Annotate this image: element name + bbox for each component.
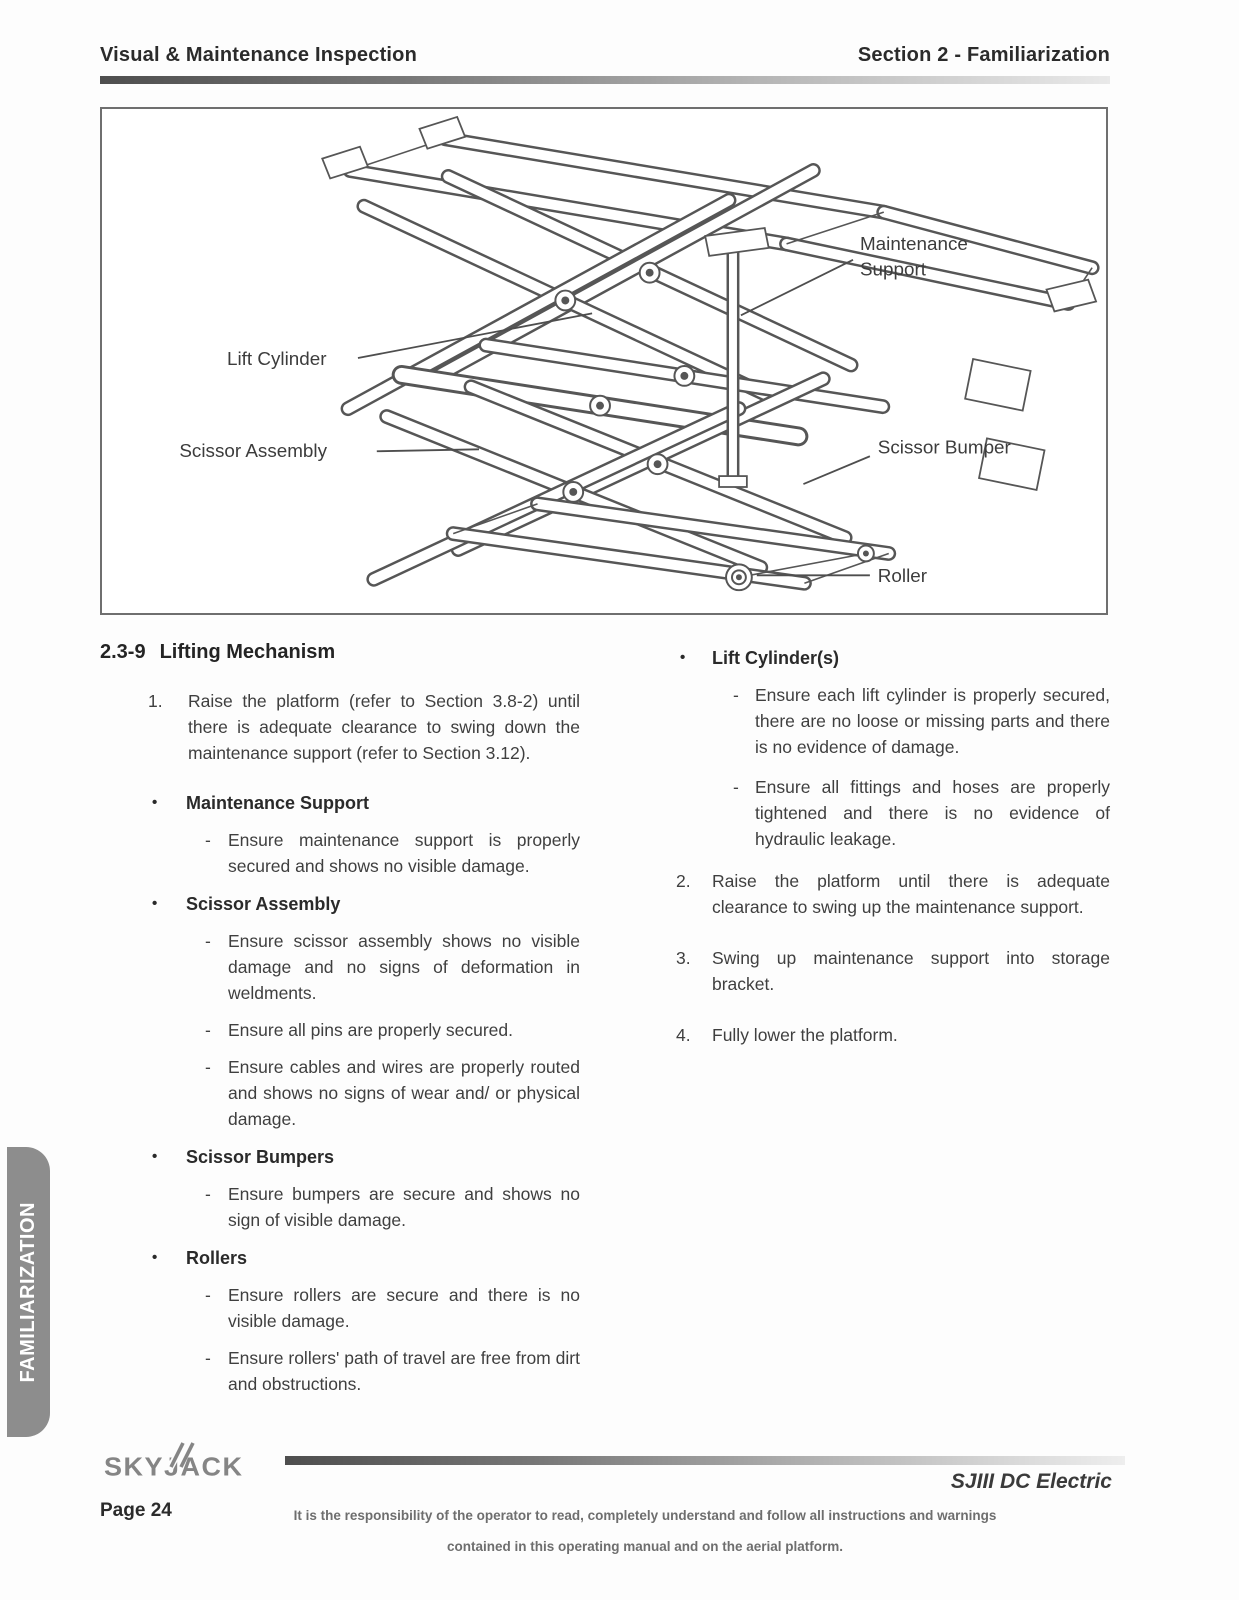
header-rule [100, 76, 1110, 84]
item-text: Ensure each lift cylinder is properly se… [755, 685, 1110, 757]
label-maintenance-support-line1: Maintenance [860, 233, 968, 254]
list-item: 1. Raise the platform (refer to Section … [100, 688, 580, 766]
item-text: Ensure all fittings and hoses are proper… [755, 777, 1110, 849]
sidebar-tab-label: FAMILIARIZATION [17, 1201, 39, 1383]
skyjack-logo-slashes-icon [166, 1440, 195, 1470]
item-text: Ensure all pins are properly secured. [228, 1020, 514, 1040]
label-scissor-bumper: Scissor Bumper [878, 436, 1011, 457]
sidebar-tab-familiarization: FAMILIARIZATION [7, 1147, 50, 1437]
item-text: Ensure rollers are secure and there is n… [228, 1285, 580, 1331]
list-item: -Ensure scissor assembly shows no visibl… [205, 928, 580, 1006]
dash-icon: - [205, 1285, 211, 1305]
model-name: SJIII DC Electric [950, 1470, 1112, 1493]
dash-icon: - [205, 1348, 211, 1368]
dash-icon: - [205, 1184, 211, 1204]
page-number: Page 24 [100, 1500, 172, 1521]
step-marker: 4. [676, 1025, 691, 1045]
list-item: -Ensure bumpers are secure and shows no … [205, 1181, 580, 1233]
footer-disclaimer: It is the responsibility of the operator… [250, 1508, 1040, 1554]
disclaimer-line2: contained in this operating manual and o… [446, 1539, 844, 1554]
list-item: -Ensure all fittings and hoses are prope… [733, 774, 1110, 852]
disclaimer-line1: It is the responsibility of the operator… [293, 1508, 997, 1523]
dash-icon: - [205, 830, 211, 850]
step-text: Raise the platform (refer to Section 3.8… [188, 691, 580, 763]
list-item: -Ensure cables and wires are properly ro… [205, 1054, 580, 1132]
skyjack-logo: SKYJACK [104, 1440, 284, 1486]
item-text: Ensure bumpers are secure and shows no s… [228, 1184, 580, 1230]
item-text: Ensure cables and wires are properly rou… [228, 1057, 580, 1129]
group-scissor-bumpers: • Scissor Bumpers -Ensure bumpers are sec… [100, 1144, 580, 1233]
leader-lift-cylinder [357, 312, 593, 359]
left-column: 1. Raise the platform (refer to Section … [100, 688, 580, 1397]
dash-icon: - [733, 685, 739, 705]
header-left-title: Visual & Maintenance Inspection [100, 44, 418, 66]
group-scissor-assembly: •Scissor Assembly -Ensure scissor assemb… [100, 891, 580, 1132]
step-marker: 1. [148, 691, 163, 711]
list-item: 3. Swing up maintenance support into sto… [672, 945, 1110, 997]
list-item: 2. Raise the platform until there is ade… [672, 868, 1110, 920]
leader-scissor-bumper [803, 455, 871, 485]
list-item: -Ensure all pins are properly secured. [205, 1017, 580, 1043]
group-title: Scissor Bumpers [186, 1147, 335, 1167]
section-title: Lifting Mechanism [159, 641, 336, 663]
group-title: Rollers [186, 1248, 248, 1268]
item-text: Ensure scissor assembly shows no visible… [228, 931, 580, 1003]
right-column: • Lift Cylinder(s) -Ensure each lift cyli… [672, 645, 1110, 1048]
step-text: Fully lower the platform. [712, 1025, 898, 1045]
header-right-title: Section 2 - Familiarization [857, 44, 1110, 66]
label-lift-cylinder: Lift Cylinder [227, 348, 327, 369]
item-text: Ensure maintenance support is properly s… [228, 830, 580, 876]
bullet-icon: • [152, 895, 158, 912]
bullet-icon: • [152, 1249, 158, 1266]
list-item: -Ensure maintenance support is properly … [205, 827, 580, 879]
list-item: -Ensure rollers are secure and there is … [205, 1282, 580, 1334]
footer-rule [285, 1456, 1125, 1465]
group-rollers: • Rollers -Ensure rollers are secure and … [100, 1245, 580, 1397]
item-text: Ensure rollers' path of travel are free … [228, 1348, 580, 1394]
bullet-icon: • [152, 794, 158, 811]
group-title: Scissor Assembly [186, 894, 341, 914]
bullet-icon: • [152, 1148, 158, 1165]
group-maintenance-support: • Maintenance Support -Ensure maintenance… [100, 790, 580, 879]
step-text: Raise the platform until there is adequa… [712, 871, 1110, 917]
dash-icon: - [205, 931, 211, 951]
diagram-frame: Maintenance Support Lift Cylinder Scisso… [100, 107, 1108, 615]
step-marker: 3. [676, 948, 691, 968]
bullet-icon: • [680, 649, 686, 666]
label-roller: Roller [878, 565, 927, 586]
group-title: Lift Cylinder(s) [712, 648, 840, 668]
step-text: Swing up maintenance support into storag… [712, 948, 1110, 994]
leader-scissor-assembly [376, 448, 480, 453]
dash-icon: - [205, 1057, 211, 1077]
label-maintenance-support-line2: Support [860, 259, 927, 280]
list-item: -Ensure rollers' path of travel are free… [205, 1345, 580, 1397]
list-item: 4. Fully lower the platform. [672, 1022, 1110, 1048]
label-scissor-assembly: Scissor Assembly [179, 440, 327, 461]
step-marker: 2. [676, 871, 691, 891]
section-number: 2.3-9 [100, 641, 146, 663]
section-heading: 2.3-9 Lifting Mechanism [100, 641, 335, 664]
list-item: -Ensure each lift cylinder is properly s… [733, 682, 1110, 760]
dash-icon: - [733, 777, 739, 797]
group-title: Maintenance Support [186, 793, 370, 813]
dash-icon: - [205, 1020, 211, 1040]
leader-maintenance-support [740, 259, 854, 317]
group-lift-cylinders: • Lift Cylinder(s) -Ensure each lift cyli… [672, 645, 1110, 852]
scissor-lift-diagram: Maintenance Support Lift Cylinder Scisso… [179, 115, 1100, 592]
